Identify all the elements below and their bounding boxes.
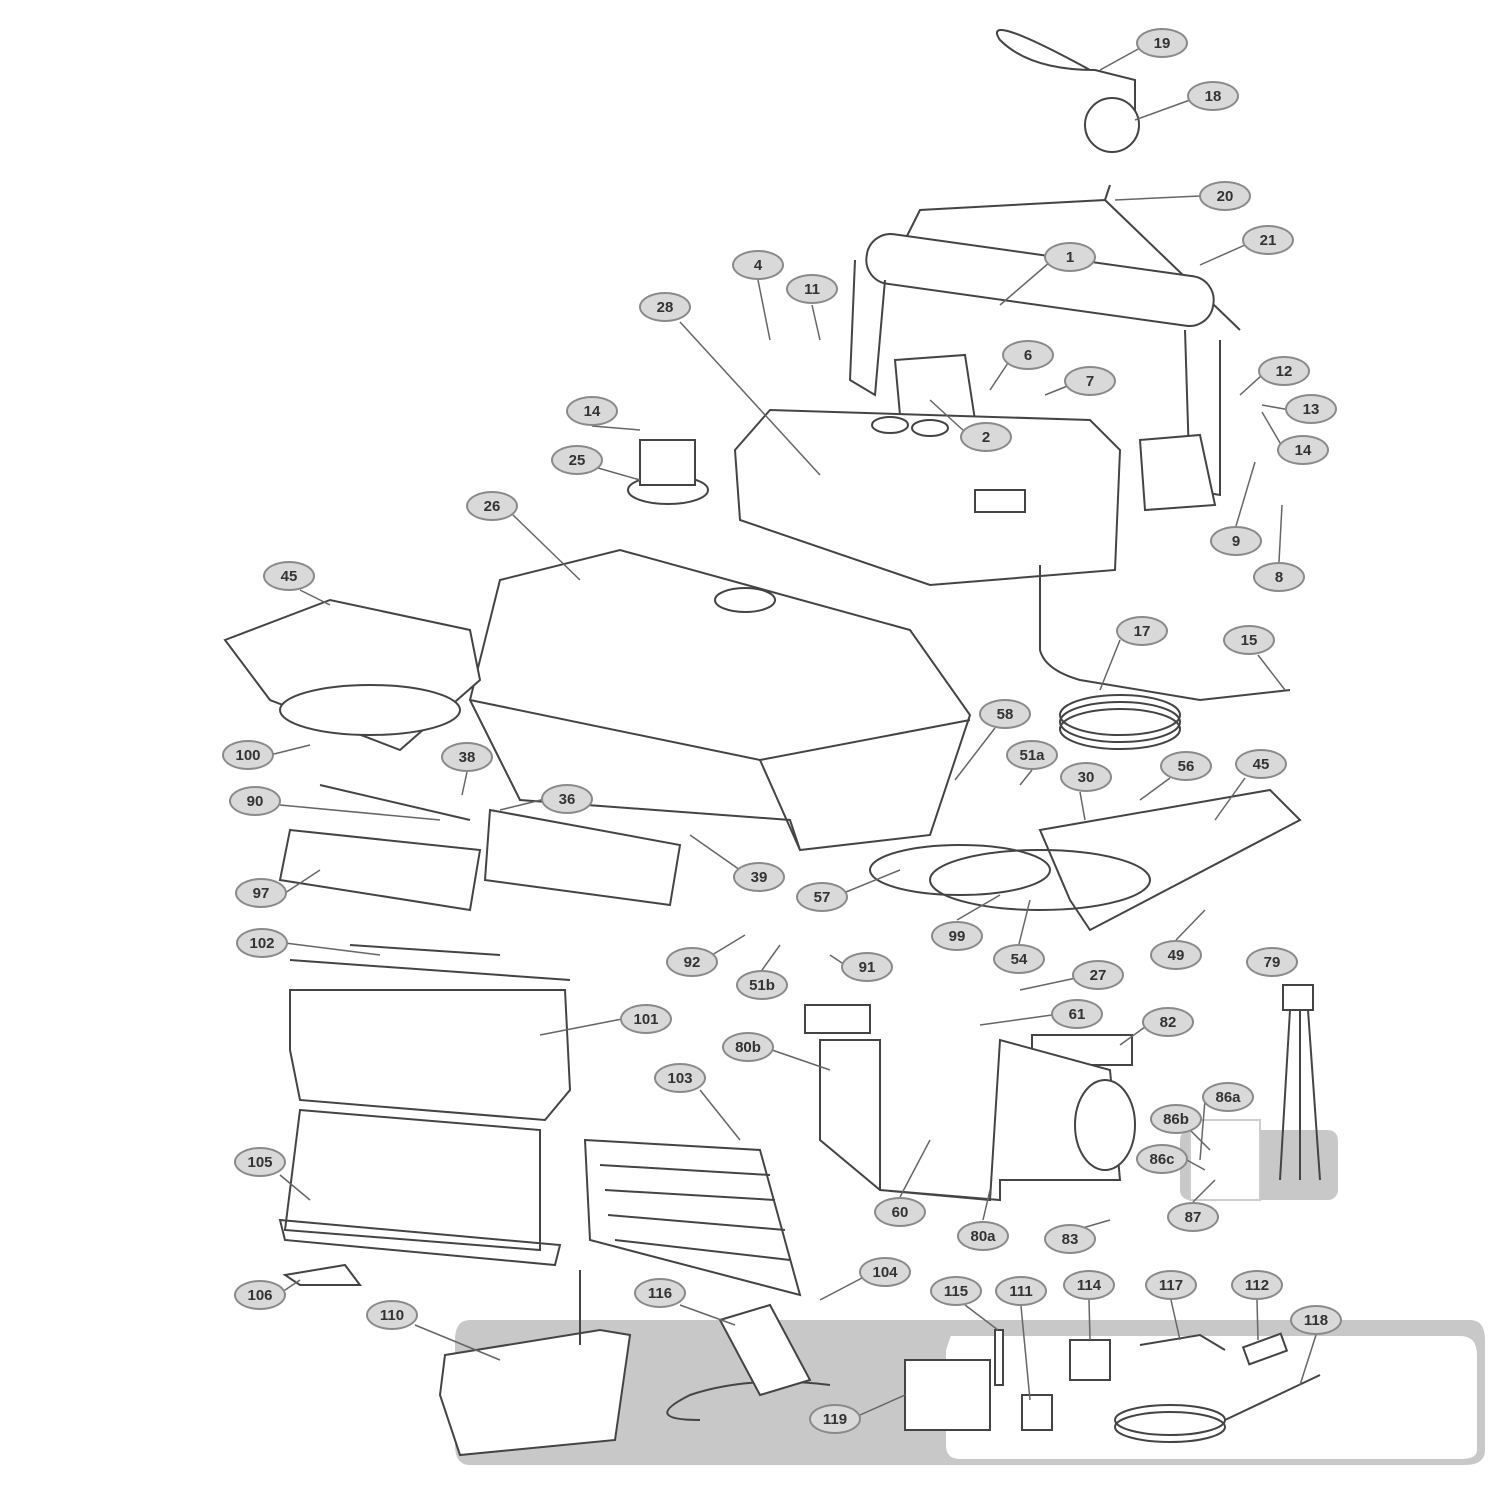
callout-54[interactable]: 54 bbox=[993, 944, 1045, 974]
callout-38[interactable]: 38 bbox=[441, 742, 493, 772]
callout-12[interactable]: 12 bbox=[1258, 356, 1310, 386]
callout-99[interactable]: 99 bbox=[931, 921, 983, 951]
callout-6[interactable]: 6 bbox=[1002, 340, 1054, 370]
callout-103[interactable]: 103 bbox=[654, 1063, 706, 1093]
callout-19[interactable]: 19 bbox=[1136, 28, 1188, 58]
callout-111[interactable]: 111 bbox=[995, 1276, 1047, 1306]
callout-45-right[interactable]: 45 bbox=[1235, 749, 1287, 779]
connector-block bbox=[1282, 984, 1314, 1011]
switch-socket bbox=[1021, 1394, 1053, 1431]
callout-102[interactable]: 102 bbox=[236, 928, 288, 958]
callout-100[interactable]: 100 bbox=[222, 740, 274, 770]
callout-14-left[interactable]: 14 bbox=[566, 396, 618, 426]
callout-17[interactable]: 17 bbox=[1116, 616, 1168, 646]
callout-39[interactable]: 39 bbox=[733, 862, 785, 892]
callout-104[interactable]: 104 bbox=[859, 1257, 911, 1287]
filter-grill bbox=[583, 1138, 802, 1297]
callout-4[interactable]: 4 bbox=[732, 250, 784, 280]
brush-roller-right bbox=[483, 808, 682, 907]
callout-82[interactable]: 82 bbox=[1142, 1007, 1194, 1037]
callout-1[interactable]: 1 bbox=[1044, 242, 1096, 272]
leader-lines bbox=[269, 47, 1317, 1416]
handle bbox=[865, 232, 1215, 328]
cord-coil bbox=[1059, 694, 1181, 736]
callout-18[interactable]: 18 bbox=[1187, 81, 1239, 111]
remote-control bbox=[718, 1303, 812, 1397]
power-supply bbox=[438, 1328, 632, 1457]
plug bbox=[1241, 1332, 1289, 1366]
callout-91[interactable]: 91 bbox=[841, 952, 893, 982]
float-cable bbox=[904, 29, 1241, 331]
lid bbox=[733, 408, 1122, 587]
callout-51a[interactable]: 51a bbox=[1006, 740, 1058, 770]
callout-80a[interactable]: 80a bbox=[957, 1221, 1009, 1251]
handle-bracket-right bbox=[1138, 433, 1217, 512]
filter-pad bbox=[282, 1263, 362, 1286]
filter-frame bbox=[283, 1108, 541, 1252]
callout-114[interactable]: 114 bbox=[1063, 1270, 1115, 1300]
callout-106[interactable]: 106 bbox=[234, 1280, 286, 1310]
callout-45-left[interactable]: 45 bbox=[263, 561, 315, 591]
brush-roller bbox=[278, 828, 482, 912]
callout-2[interactable]: 2 bbox=[960, 422, 1012, 452]
callout-13[interactable]: 13 bbox=[1285, 394, 1337, 424]
callout-49[interactable]: 49 bbox=[1150, 940, 1202, 970]
callout-25[interactable]: 25 bbox=[551, 445, 603, 475]
callout-21[interactable]: 21 bbox=[1242, 225, 1294, 255]
callout-61[interactable]: 61 bbox=[1051, 999, 1103, 1029]
callout-20[interactable]: 20 bbox=[1199, 181, 1251, 211]
callout-117[interactable]: 117 bbox=[1145, 1270, 1197, 1300]
handle-bracket-left bbox=[893, 353, 977, 422]
callout-51b[interactable]: 51b bbox=[736, 970, 788, 1000]
callout-28[interactable]: 28 bbox=[639, 292, 691, 322]
callout-15[interactable]: 15 bbox=[1223, 625, 1275, 655]
callout-110[interactable]: 110 bbox=[366, 1300, 418, 1330]
callout-36[interactable]: 36 bbox=[541, 784, 593, 814]
callout-86b[interactable]: 86b bbox=[1150, 1104, 1202, 1134]
timer-box bbox=[904, 1359, 991, 1431]
callout-86a[interactable]: 86a bbox=[1202, 1082, 1254, 1112]
rocker-switch bbox=[1069, 1339, 1111, 1381]
callout-30[interactable]: 30 bbox=[1060, 762, 1112, 792]
callout-116[interactable]: 116 bbox=[634, 1278, 686, 1308]
callout-105[interactable]: 105 bbox=[234, 1147, 286, 1177]
float bbox=[1084, 97, 1140, 153]
callout-79[interactable]: 79 bbox=[1246, 947, 1298, 977]
callout-7[interactable]: 7 bbox=[1064, 366, 1116, 396]
callout-27[interactable]: 27 bbox=[1072, 960, 1124, 990]
callout-97[interactable]: 97 bbox=[235, 878, 287, 908]
callout-80b[interactable]: 80b bbox=[722, 1032, 774, 1062]
callout-119[interactable]: 119 bbox=[809, 1404, 861, 1434]
callout-58[interactable]: 58 bbox=[979, 699, 1031, 729]
callout-9[interactable]: 9 bbox=[1210, 526, 1262, 556]
filter-bag bbox=[289, 989, 572, 1122]
callout-92[interactable]: 92 bbox=[666, 947, 718, 977]
callout-83[interactable]: 83 bbox=[1044, 1224, 1096, 1254]
callout-115[interactable]: 115 bbox=[930, 1276, 982, 1306]
callout-112[interactable]: 112 bbox=[1231, 1270, 1283, 1300]
callout-90[interactable]: 90 bbox=[229, 786, 281, 816]
swivel-cable bbox=[1139, 1333, 1226, 1351]
callout-11[interactable]: 11 bbox=[786, 274, 838, 304]
callout-57[interactable]: 57 bbox=[796, 882, 848, 912]
callout-86c[interactable]: 86c bbox=[1136, 1144, 1188, 1174]
callout-56[interactable]: 56 bbox=[1160, 751, 1212, 781]
fuse bbox=[994, 1329, 1004, 1386]
callout-87[interactable]: 87 bbox=[1167, 1202, 1219, 1232]
callout-60[interactable]: 60 bbox=[874, 1197, 926, 1227]
callout-14-right[interactable]: 14 bbox=[1277, 435, 1329, 465]
callout-8[interactable]: 8 bbox=[1253, 562, 1305, 592]
callout-101[interactable]: 101 bbox=[620, 1004, 672, 1034]
callout-118[interactable]: 118 bbox=[1290, 1305, 1342, 1335]
callout-26[interactable]: 26 bbox=[466, 491, 518, 521]
